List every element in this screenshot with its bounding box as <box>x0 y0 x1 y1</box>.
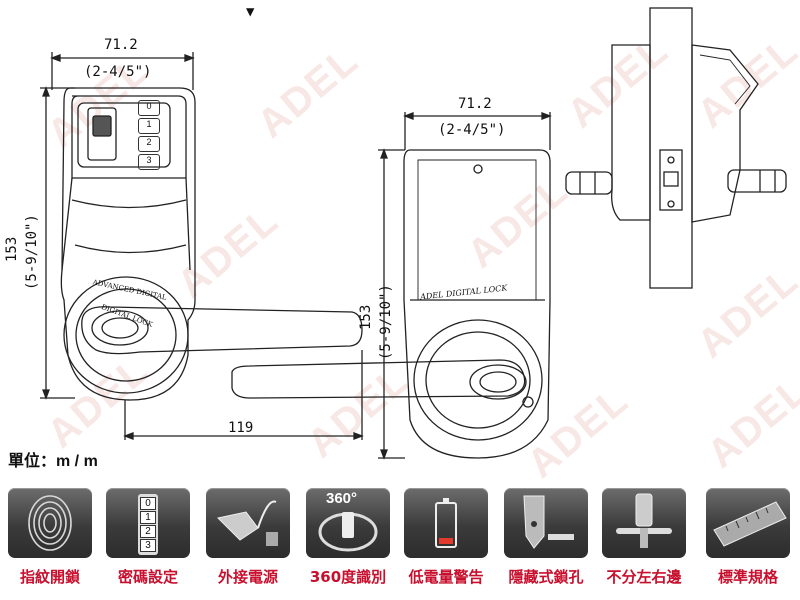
front-view-lock <box>40 52 364 440</box>
low-battery-icon <box>404 488 488 558</box>
keypad-icon-key: 3 <box>140 539 156 552</box>
badge-360: 360° <box>326 490 358 507</box>
front-width-in: (2-4/5") <box>84 64 152 80</box>
feature-360: 360° 360度識別 <box>304 488 392 587</box>
keypad-key: 1 <box>138 118 160 134</box>
feature-low-battery: 低電量警告 <box>402 488 490 587</box>
back-view-lock <box>231 112 552 460</box>
feature-label: 不分左右邊 <box>606 568 682 586</box>
feature-label: 指紋開鎖 <box>19 568 80 586</box>
feature-passcode: 0 1 2 3 密碼設定 <box>104 488 192 587</box>
hidden-keyhole-icon <box>504 488 588 558</box>
feature-label: 密碼設定 <box>117 568 178 586</box>
feature-label: 外接電源 <box>217 568 278 586</box>
reversible-handle-icon <box>602 488 686 558</box>
external-power-icon <box>206 488 290 558</box>
feature-label: 360度識別 <box>309 568 387 586</box>
front-height-mm: 153 <box>4 236 20 262</box>
feature-label: 隱藏式鎖孔 <box>508 568 584 586</box>
handle-length-mm: 119 <box>228 420 254 436</box>
keypad-key: 0 <box>138 100 160 116</box>
front-keypad: 0 1 2 3 <box>138 100 160 170</box>
keypad-icon-key: 0 <box>140 497 156 510</box>
back-height-in: (5-9/10") <box>378 284 394 360</box>
front-height-in: (5-9/10") <box>24 214 40 290</box>
back-width-mm: 71.2 <box>458 96 492 112</box>
side-view-lock <box>565 7 787 289</box>
feature-reversible: 不分左右邊 <box>600 488 688 587</box>
keypad-key: 3 <box>138 154 160 170</box>
keypad-key: 2 <box>138 136 160 152</box>
keypad-icon-key: 2 <box>140 525 156 538</box>
keypad-icon-key: 1 <box>140 511 156 524</box>
front-width-mm: 71.2 <box>104 37 138 53</box>
feature-label: 低電量警告 <box>408 568 484 586</box>
feature-external-power: 外接電源 <box>204 488 292 587</box>
back-width-in: (2-4/5") <box>438 122 506 138</box>
top-marker: ▼ <box>246 4 255 20</box>
feature-label: 標準規格 <box>717 568 778 586</box>
back-height-mm: 153 <box>358 304 374 330</box>
unit-label: 單位：m / m <box>8 453 98 470</box>
feature-hidden-keyhole: 隱藏式鎖孔 <box>502 488 590 587</box>
feature-fingerprint: 指紋開鎖 <box>6 488 94 587</box>
feature-standard: 標準規格 <box>704 488 792 587</box>
keypad-icon: 0 1 2 3 <box>106 488 190 558</box>
lock-technical-drawing <box>40 7 787 460</box>
ruler-icon <box>706 488 790 558</box>
fingerprint-icon <box>8 488 92 558</box>
feature-row: 指紋開鎖 0 1 2 3 密碼設定 外接電源 360° <box>0 488 800 600</box>
rotation-360-icon: 360° <box>306 488 390 558</box>
